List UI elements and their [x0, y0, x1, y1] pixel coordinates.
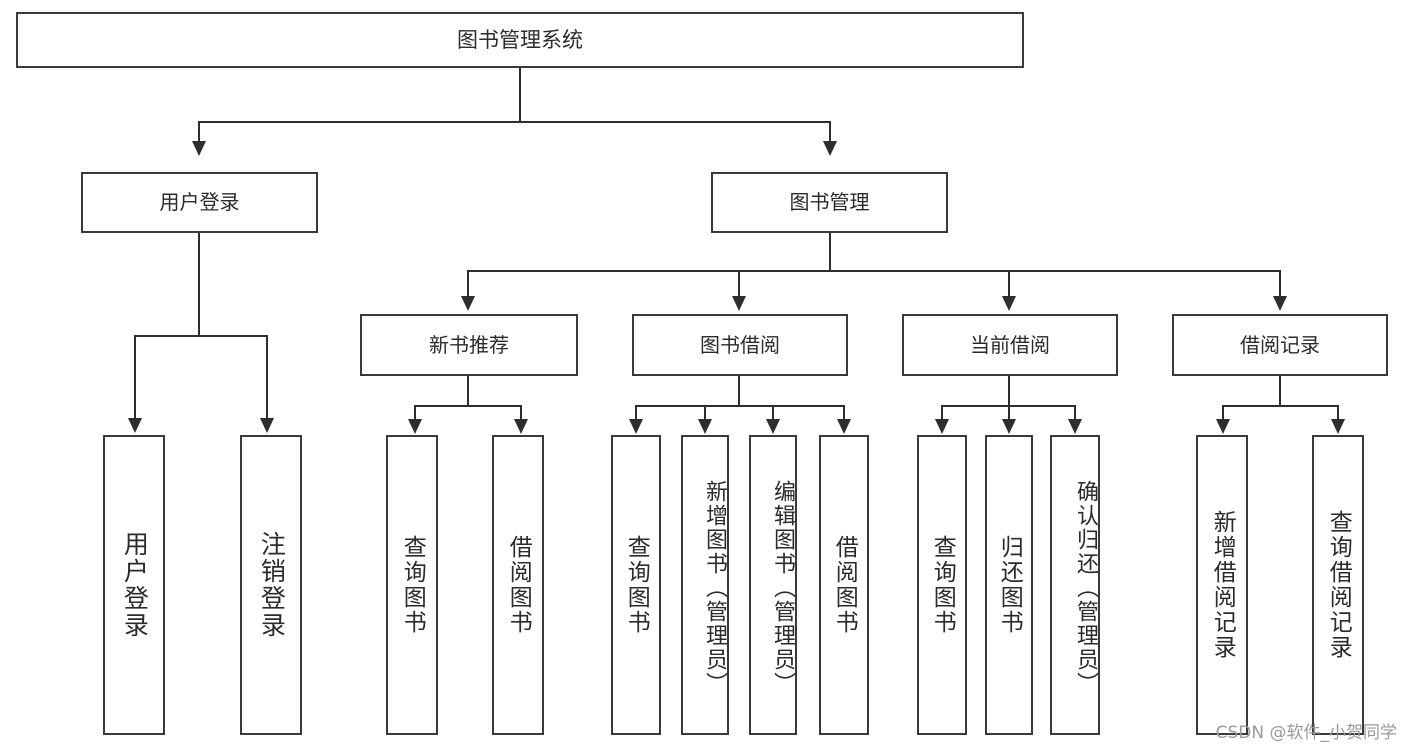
arrowhead-leaf-edit-book [766, 419, 780, 434]
arrowhead-leaf-query-book-2 [629, 419, 643, 434]
leaf-confirm-return[interactable]: 确认归还（管理员） [1050, 435, 1100, 735]
node-root[interactable]: 图书管理系统 [16, 12, 1024, 68]
arrowhead-book-borrow [732, 296, 746, 311]
node-book-borrow[interactable]: 图书借阅 [632, 314, 848, 376]
connector-drop-leaf-user-login [134, 335, 136, 420]
leaf-edit-book[interactable]: 编辑图书（管理员） [749, 435, 797, 735]
connector-drop-leaf-query-book-3 [941, 405, 943, 421]
connector-borrow-record-stem [1279, 376, 1281, 406]
connector-user-login-bus [134, 335, 268, 337]
leaf-query-book-2-label: 查询图书 [623, 535, 650, 635]
leaf-logout[interactable]: 注销登录 [240, 435, 302, 735]
leaf-query-book-3[interactable]: 查询图书 [917, 435, 967, 735]
leaf-add-book-label: 新增图书（管理员） [702, 480, 727, 696]
arrowhead-leaf-confirm-return [1068, 419, 1082, 434]
connector-drop-book-manage [829, 121, 831, 143]
leaf-query-book-1[interactable]: 查询图书 [386, 435, 438, 735]
connector-drop-book-borrow [738, 270, 740, 298]
node-book-manage-label: 图书管理 [789, 190, 870, 214]
leaf-borrow-book-1[interactable]: 借阅图书 [492, 435, 544, 735]
node-borrow-record-label: 借阅记录 [1240, 332, 1320, 357]
node-borrow-record[interactable]: 借阅记录 [1172, 314, 1388, 376]
node-current-borrow-label: 当前借阅 [970, 332, 1050, 357]
connector-book-manage-stem [829, 233, 831, 271]
connector-drop-leaf-logout [266, 335, 268, 420]
connector-drop-leaf-add-book [704, 405, 706, 421]
node-new-book-rec[interactable]: 新书推荐 [360, 314, 578, 376]
node-book-manage[interactable]: 图书管理 [711, 172, 948, 233]
connector-drop-borrow-record [1279, 270, 1281, 298]
connector-borrow-record-bus [1222, 405, 1338, 407]
leaf-query-record[interactable]: 查询借阅记录 [1312, 435, 1364, 735]
arrowhead-leaf-borrow-book-2 [837, 419, 851, 434]
connector-drop-leaf-edit-book [772, 405, 774, 421]
node-current-borrow[interactable]: 当前借阅 [902, 314, 1118, 376]
connector-drop-leaf-add-record [1222, 405, 1224, 421]
connector-drop-leaf-borrow-book-1 [520, 405, 522, 421]
connector-drop-leaf-borrow-book-2 [843, 405, 845, 421]
connector-drop-new-book-rec [467, 270, 469, 298]
arrowhead-leaf-user-login [128, 418, 142, 433]
leaf-add-record-label: 新增借阅记录 [1209, 510, 1236, 660]
connector-drop-leaf-query-book-1 [414, 405, 416, 421]
leaf-borrow-book-1-label: 借阅图书 [505, 535, 532, 635]
connector-new-book-rec-stem [467, 376, 469, 406]
connector-drop-current-borrow [1008, 270, 1010, 298]
leaf-return-book[interactable]: 归还图书 [985, 435, 1033, 735]
arrowhead-current-borrow [1002, 296, 1016, 311]
leaf-user-login[interactable]: 用户登录 [103, 435, 165, 735]
node-new-book-rec-label: 新书推荐 [429, 332, 509, 357]
arrowhead-new-book-rec [461, 296, 475, 311]
connector-level2-bus [467, 270, 1280, 272]
arrowhead-book-manage [823, 141, 837, 156]
arrowhead-leaf-add-record [1216, 419, 1230, 434]
connector-book-borrow-stem [738, 376, 740, 406]
leaf-return-book-label: 归还图书 [996, 535, 1023, 635]
leaf-borrow-book-2[interactable]: 借阅图书 [819, 435, 869, 735]
arrowhead-leaf-return-book [1002, 419, 1016, 434]
leaf-query-book-1-label: 查询图书 [399, 535, 426, 635]
leaf-query-book-3-label: 查询图书 [929, 535, 956, 635]
connector-user-login-stem [198, 233, 200, 336]
connector-book-borrow-bus [635, 405, 845, 407]
connector-drop-leaf-confirm-return [1074, 405, 1076, 421]
connector-new-book-rec-bus [414, 405, 522, 407]
arrowhead-leaf-logout [260, 418, 274, 433]
connector-current-borrow-stem [1008, 376, 1010, 406]
connector-level1-bus [198, 121, 831, 123]
connector-drop-leaf-query-record [1337, 405, 1339, 421]
connector-drop-user-login [198, 121, 200, 143]
connector-drop-leaf-query-book-2 [635, 405, 637, 421]
arrowhead-user-login [192, 141, 206, 156]
leaf-edit-book-label: 编辑图书（管理员） [770, 480, 795, 696]
arrowhead-leaf-borrow-book-1 [514, 419, 528, 434]
leaf-add-book[interactable]: 新增图书（管理员） [681, 435, 729, 735]
node-root-label: 图书管理系统 [457, 27, 583, 52]
node-user-login[interactable]: 用户登录 [81, 172, 318, 233]
arrowhead-leaf-query-book-1 [408, 419, 422, 434]
connector-drop-leaf-return-book [1008, 405, 1010, 421]
leaf-user-login-label: 用户登录 [120, 531, 150, 639]
leaf-query-record-label: 查询借阅记录 [1325, 510, 1352, 660]
arrowhead-leaf-query-record [1331, 419, 1345, 434]
connector-root-stem [519, 68, 521, 122]
leaf-confirm-return-label: 确认归还（管理员） [1073, 480, 1098, 696]
csdn-watermark: CSDN @软件_小贺同学 [1215, 723, 1397, 743]
arrowhead-leaf-add-book [698, 419, 712, 434]
leaf-borrow-book-2-label: 借阅图书 [831, 535, 858, 635]
leaf-query-book-2[interactable]: 查询图书 [611, 435, 661, 735]
arrowhead-leaf-query-book-3 [935, 419, 949, 434]
arrowhead-borrow-record [1273, 296, 1287, 311]
node-book-borrow-label: 图书借阅 [700, 332, 780, 357]
node-user-login-label: 用户登录 [159, 190, 240, 214]
leaf-logout-label: 注销登录 [257, 531, 287, 639]
leaf-add-record[interactable]: 新增借阅记录 [1196, 435, 1248, 735]
